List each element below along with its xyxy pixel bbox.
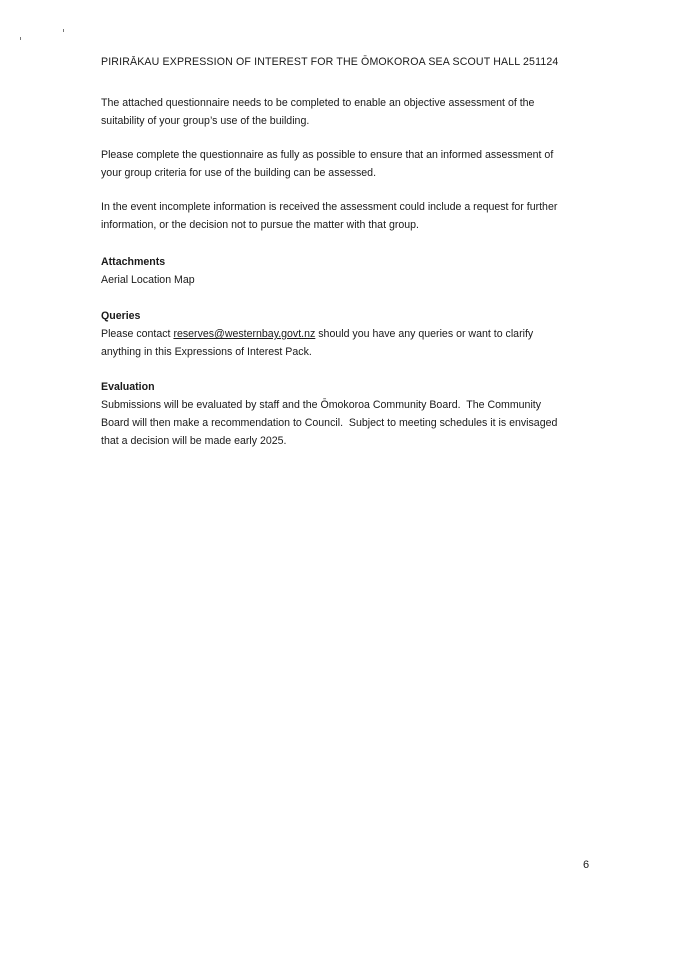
paragraph-text: The attached questionnaire needs to be c… <box>101 97 535 127</box>
contact-email-link[interactable]: reserves@westernbay.govt.nz <box>173 328 316 340</box>
paragraph-text: In the event incomplete information is r… <box>101 201 558 231</box>
paragraph-questionnaire-purpose: The attached questionnaire needs to be c… <box>101 94 571 130</box>
queries-text-before: Please contact <box>101 328 174 340</box>
evaluation-section: Evaluation Submissions will be evaluated… <box>101 378 571 450</box>
scan-mark <box>63 29 64 32</box>
queries-section: Queries Please contact reserves@westernb… <box>101 307 571 361</box>
document-header-title: PIRIRĀKAU EXPRESSION OF INTEREST FOR THE… <box>101 56 559 68</box>
paragraph-incomplete-information: In the event incomplete information is r… <box>101 198 571 234</box>
page-number: 6 <box>583 859 590 871</box>
scan-mark <box>20 37 21 40</box>
attachments-heading: Attachments <box>101 256 166 268</box>
paragraph-text: Please complete the questionnaire as ful… <box>101 149 554 179</box>
evaluation-text: Submissions will be evaluated by staff a… <box>101 399 561 447</box>
evaluation-heading: Evaluation <box>101 381 155 393</box>
attachments-section: Attachments Aerial Location Map <box>101 253 571 289</box>
queries-heading: Queries <box>101 310 141 322</box>
attachment-item: Aerial Location Map <box>101 274 195 286</box>
queries-text-after: should you have any queries or want to c… <box>101 328 534 358</box>
paragraph-complete-fully: Please complete the questionnaire as ful… <box>101 146 571 182</box>
